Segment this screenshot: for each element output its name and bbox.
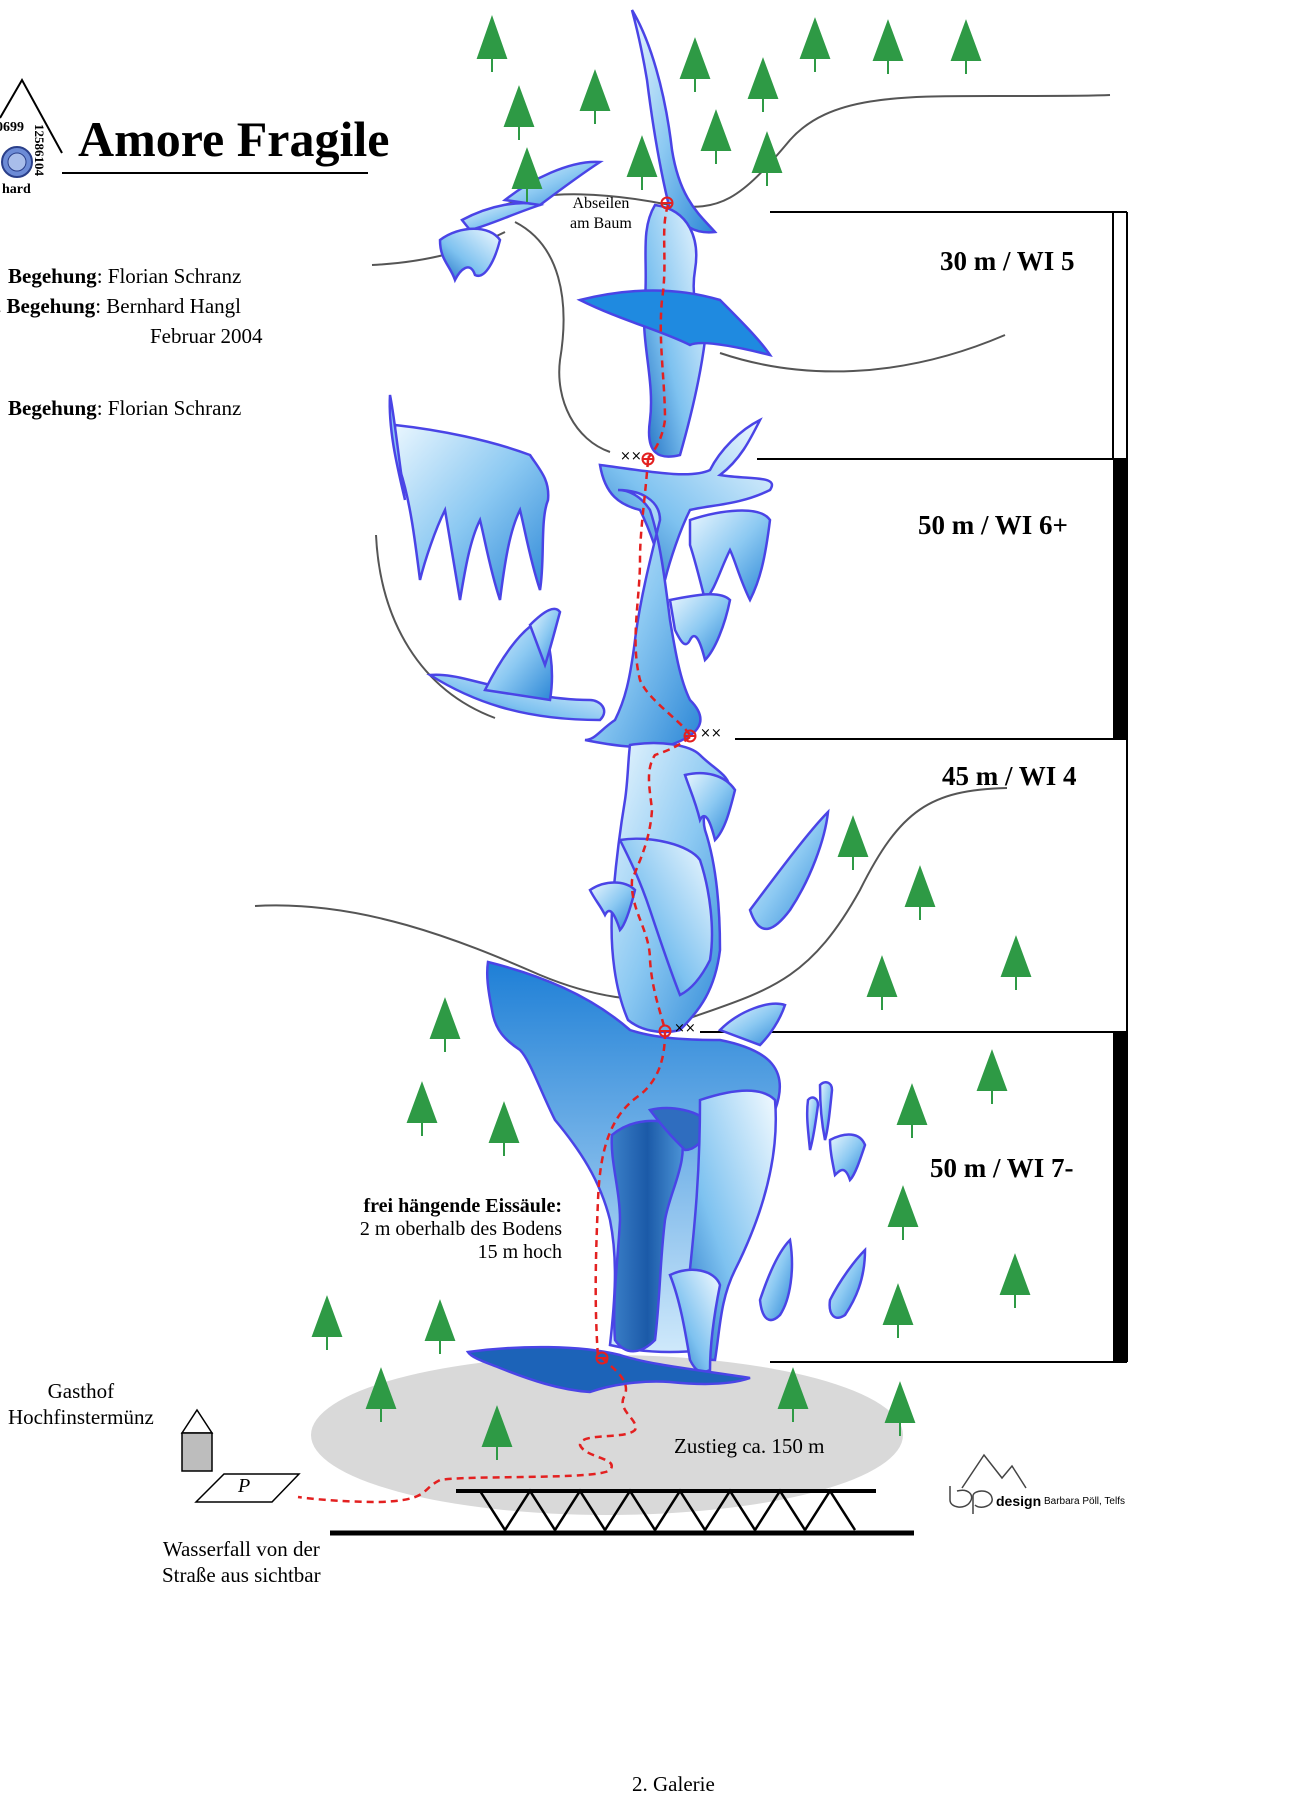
abseil-label: Abseilen am Baum — [570, 194, 632, 234]
anchor-mark-2: ×× — [700, 726, 722, 741]
pitch-bar-4 — [1113, 1032, 1127, 1362]
inn-label: Gasthof Hochfinstermünz — [8, 1378, 154, 1430]
credit-1-value: : Florian Schranz — [97, 264, 242, 288]
inn-house-icon — [182, 1410, 212, 1471]
pillar-note: frei hängende Eissäule: 2 m oberhalb des… — [316, 1195, 562, 1264]
parking-label: P — [238, 1475, 250, 1498]
pillar-note-line1: 2 m oberhalb des Bodens — [316, 1218, 562, 1241]
credit-line-2: . Begehung: Bernhard Hangl — [0, 294, 241, 319]
pitch-bar-2 — [1113, 459, 1127, 739]
credit-2-value: : Bernhard Hangl — [95, 294, 241, 318]
credit-2-label: . Begehung — [0, 294, 95, 318]
visible-from-road-label: Wasserfall von der Straße aus sichtbar — [162, 1536, 321, 1588]
credit-1-label: Begehung — [8, 264, 97, 288]
logo-right-number: 12586104 — [31, 124, 47, 176]
credit-line-3: Begehung: Florian Schranz — [8, 396, 241, 421]
credit-3-value: : Florian Schranz — [97, 396, 242, 420]
credit-line-1: Begehung: Florian Schranz — [8, 264, 241, 289]
anchor-mark-3: ×× — [674, 1021, 696, 1036]
design-brand: design — [996, 1493, 1041, 1509]
title-underline — [62, 172, 368, 174]
credit-date: Februar 2004 — [150, 324, 263, 349]
design-author: Barbara Pöll, Telfs — [1044, 1496, 1125, 1507]
logo-left-number: 0699 — [0, 120, 24, 136]
gallery-label: 2. Galerie — [632, 1772, 715, 1797]
page-title: Amore Fragile — [78, 110, 389, 168]
approach-label: Zustieg ca. 150 m — [674, 1434, 824, 1459]
pillar-note-title: frei hängende Eissäule: — [363, 1195, 562, 1217]
pitch-label-1: 30 m / WI 5 — [940, 246, 1075, 277]
credit-3-label: Begehung — [8, 396, 97, 420]
pillar-note-line2: 15 m hoch — [316, 1241, 562, 1264]
anchor-mark-1: ×× — [620, 449, 642, 464]
pitch-label-3: 45 m / WI 4 — [942, 761, 1077, 792]
pitch-label-2: 50 m / WI 6+ — [918, 510, 1068, 541]
pitch-label-4: 50 m / WI 7- — [930, 1153, 1074, 1184]
logo-bottom-text: hard — [2, 182, 31, 198]
